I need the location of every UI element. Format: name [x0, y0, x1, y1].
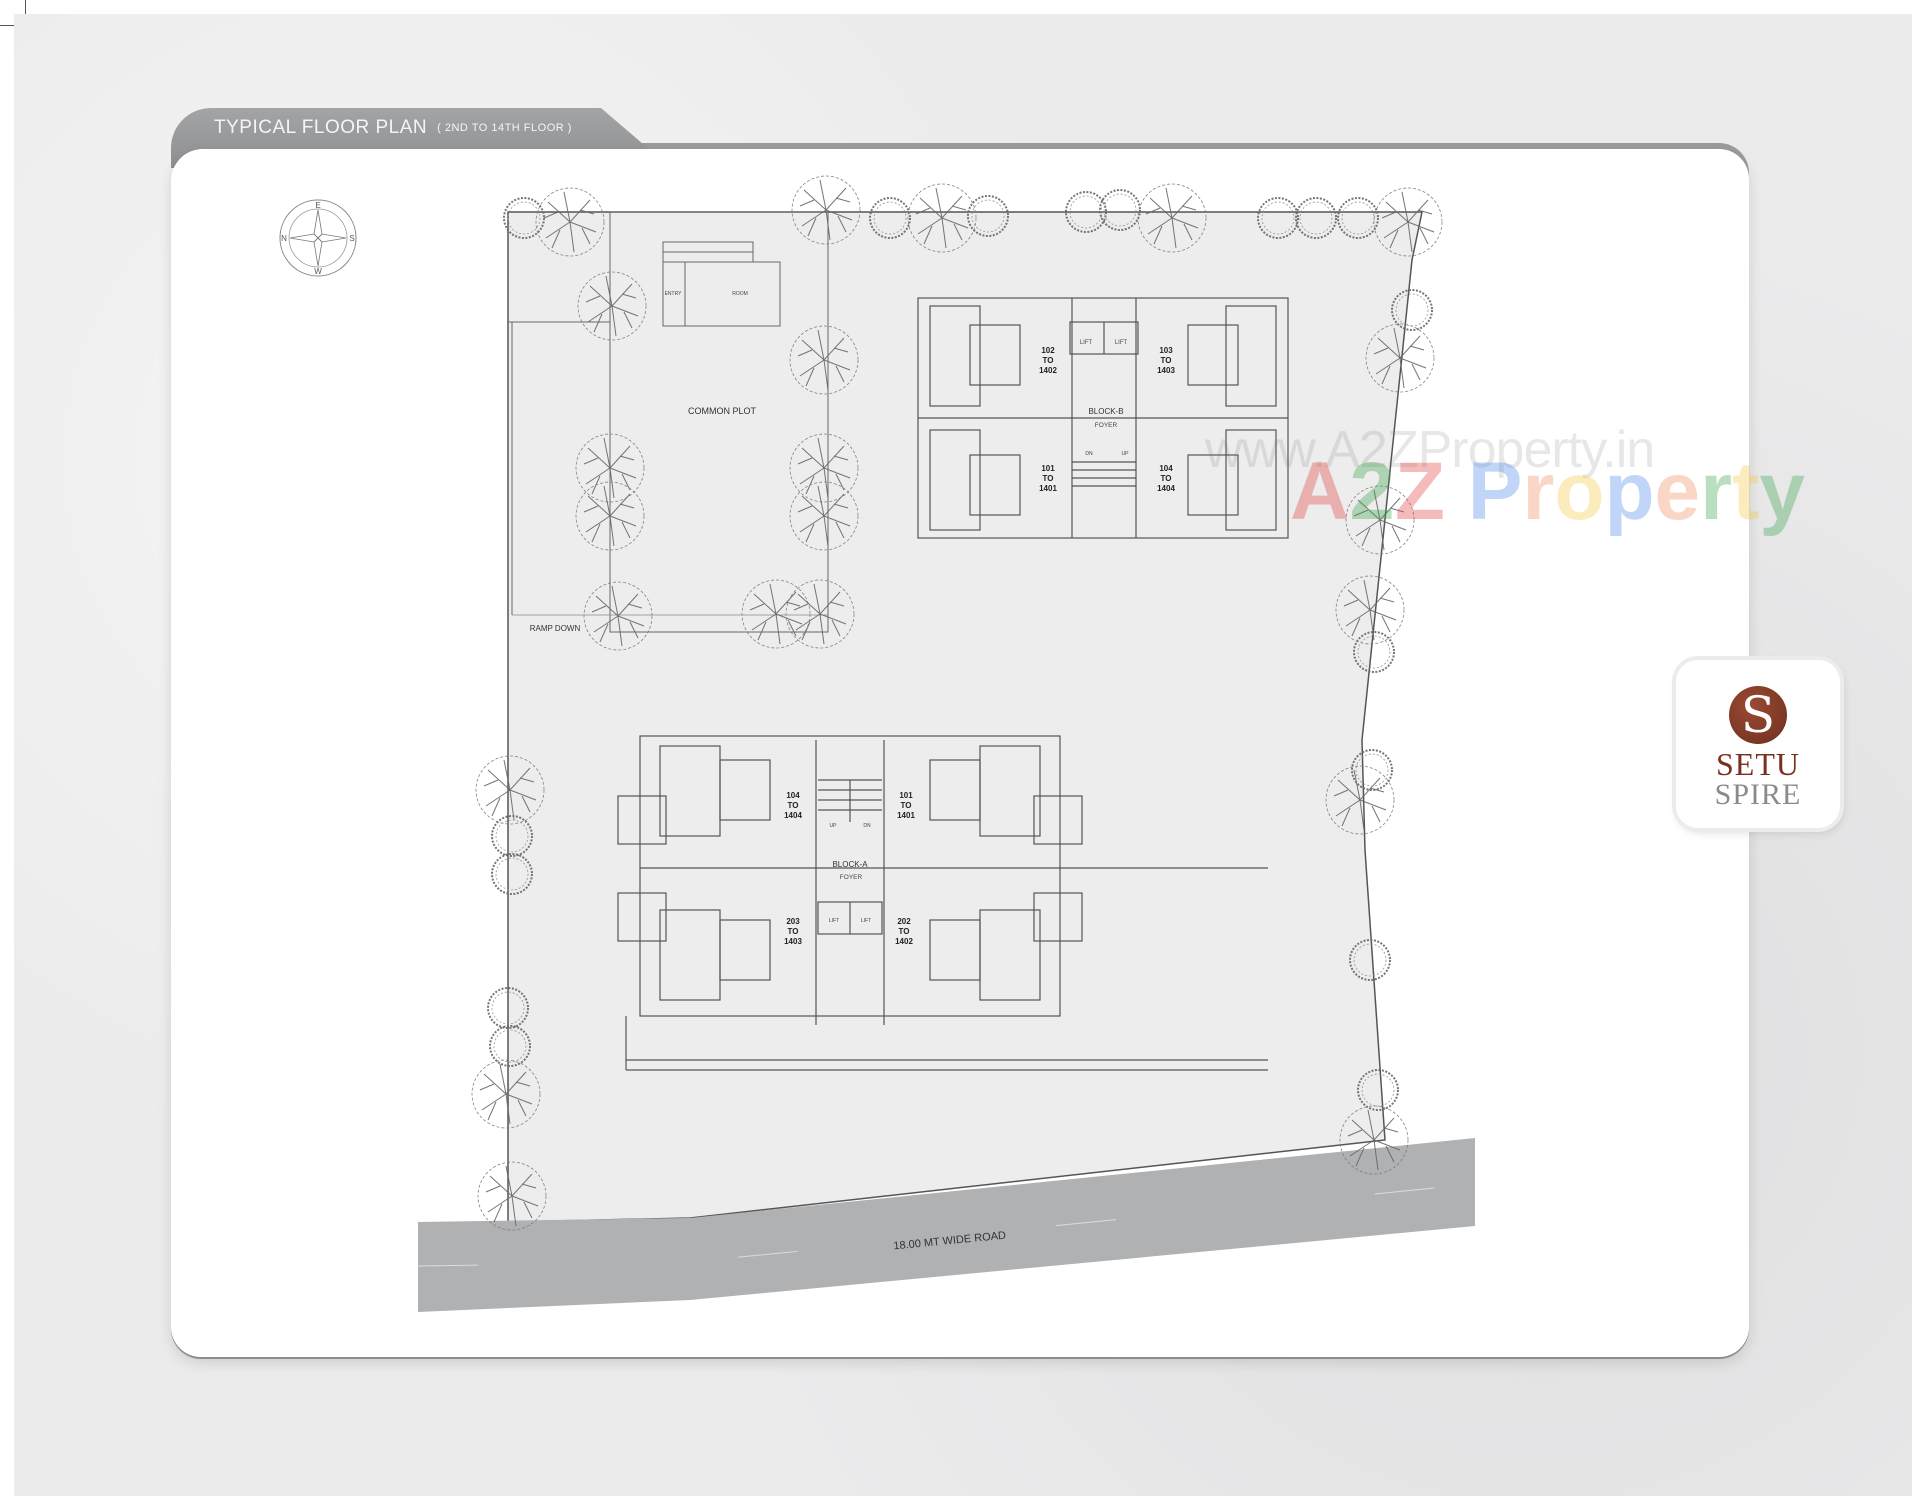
block-b-unit-104-end: 1404 — [1157, 484, 1175, 493]
common-plot-label: COMMON PLOT — [688, 406, 757, 416]
block-b-unit-101-to: TO — [1043, 474, 1054, 483]
watermark-letter: r — [1522, 446, 1555, 537]
block-b-stair-up: UP — [1122, 451, 1130, 457]
watermark-letter: y — [1759, 446, 1805, 537]
watermark-letter: e — [1654, 446, 1701, 537]
block-a-lift-1: LIFT — [829, 918, 839, 924]
logo-line-1: SETU — [1716, 746, 1800, 782]
title-subtitle: ( 2ND TO 14TH FLOOR ) — [437, 122, 572, 134]
entry-label: ENTRY — [665, 291, 683, 297]
watermark-letter: o — [1554, 446, 1605, 537]
block-a-stair-up: UP — [830, 823, 838, 829]
watermark-brand: A2Z Property — [1290, 445, 1805, 539]
block-b-lift-2: LIFT — [1115, 340, 1128, 346]
block-b-unit-102-to: TO — [1043, 356, 1054, 365]
watermark-letter — [1445, 446, 1468, 537]
room-label: ROOM — [732, 291, 748, 297]
watermark-letter: 2 — [1349, 446, 1395, 537]
road — [418, 1138, 1475, 1312]
block-a-unit-203-end: 1403 — [784, 937, 802, 946]
entry-room-structure — [662, 241, 781, 327]
block-b-unit-102-end: 1402 — [1039, 366, 1057, 375]
block-a-label: BLOCK-A — [832, 860, 868, 869]
block-b-unit-101: 101 — [1041, 464, 1055, 473]
setu-s-logo-icon: S — [1729, 686, 1787, 744]
block-a-unit-203-to: TO — [788, 927, 799, 936]
watermark-letter: A — [1290, 446, 1350, 537]
block-a-unit-202-end: 1402 — [895, 937, 913, 946]
block-b-unit-103-end: 1403 — [1157, 366, 1175, 375]
block-b-unit-104-to: TO — [1161, 474, 1172, 483]
setu-spire-logo: S SETU SPIRE — [1676, 660, 1840, 828]
block-b-unit-102: 102 — [1041, 346, 1055, 355]
block-a-unit-104: 104 — [786, 791, 800, 800]
watermark-letter: r — [1700, 446, 1733, 537]
watermark-letter: t — [1732, 446, 1760, 537]
logo-glyph: S — [1740, 686, 1776, 744]
block-a-unit-101-to: TO — [901, 801, 912, 810]
compass-rose-icon: E N S W — [279, 199, 357, 277]
block-a-plan — [617, 735, 1268, 1071]
compass-n: N — [281, 234, 287, 243]
page-title: TYPICAL FLOOR PLAN ( 2ND TO 14TH FLOOR ) — [214, 117, 572, 139]
block-a-unit-104-end: 1404 — [784, 811, 802, 820]
title-main: TYPICAL FLOOR PLAN — [214, 117, 428, 138]
block-b-unit-103-to: TO — [1161, 356, 1172, 365]
block-b-plan — [917, 297, 1289, 539]
block-b-stair-dn: DN — [1085, 451, 1093, 457]
block-a-unit-202-to: TO — [899, 927, 910, 936]
watermark-url: www.A2ZProperty.in — [1205, 421, 1655, 479]
compass-s: S — [349, 234, 354, 243]
block-b-unit-101-end: 1401 — [1039, 484, 1057, 493]
ramp-down-label: RAMP DOWN — [530, 624, 581, 633]
block-b-unit-104: 104 — [1159, 464, 1173, 473]
block-a-unit-202: 202 — [897, 917, 911, 926]
common-plot-area — [609, 211, 829, 633]
block-a-unit-203: 203 — [786, 917, 800, 926]
block-b-label: BLOCK-B — [1088, 407, 1123, 416]
logo-line-2: SPIRE — [1714, 778, 1802, 811]
block-b-foyer-label: FOYER — [1095, 422, 1118, 429]
block-a-stair-dn: DN — [863, 823, 871, 829]
watermark-letter: p — [1604, 446, 1655, 537]
block-a-lift-2: LIFT — [861, 918, 871, 924]
crop-mark — [0, 25, 14, 26]
block-a-foyer-label: FOYER — [840, 874, 863, 881]
compass-e: E — [315, 201, 320, 210]
compass-w: W — [314, 267, 322, 276]
block-a-unit-101: 101 — [899, 791, 913, 800]
block-a-unit-104-to: TO — [788, 801, 799, 810]
watermark-letter: P — [1467, 446, 1523, 537]
watermark-letter: Z — [1394, 446, 1445, 537]
block-b-unit-103: 103 — [1159, 346, 1173, 355]
crop-mark — [25, 0, 26, 14]
block-b-lift-1: LIFT — [1080, 340, 1093, 346]
block-a-unit-101-end: 1401 — [897, 811, 915, 820]
